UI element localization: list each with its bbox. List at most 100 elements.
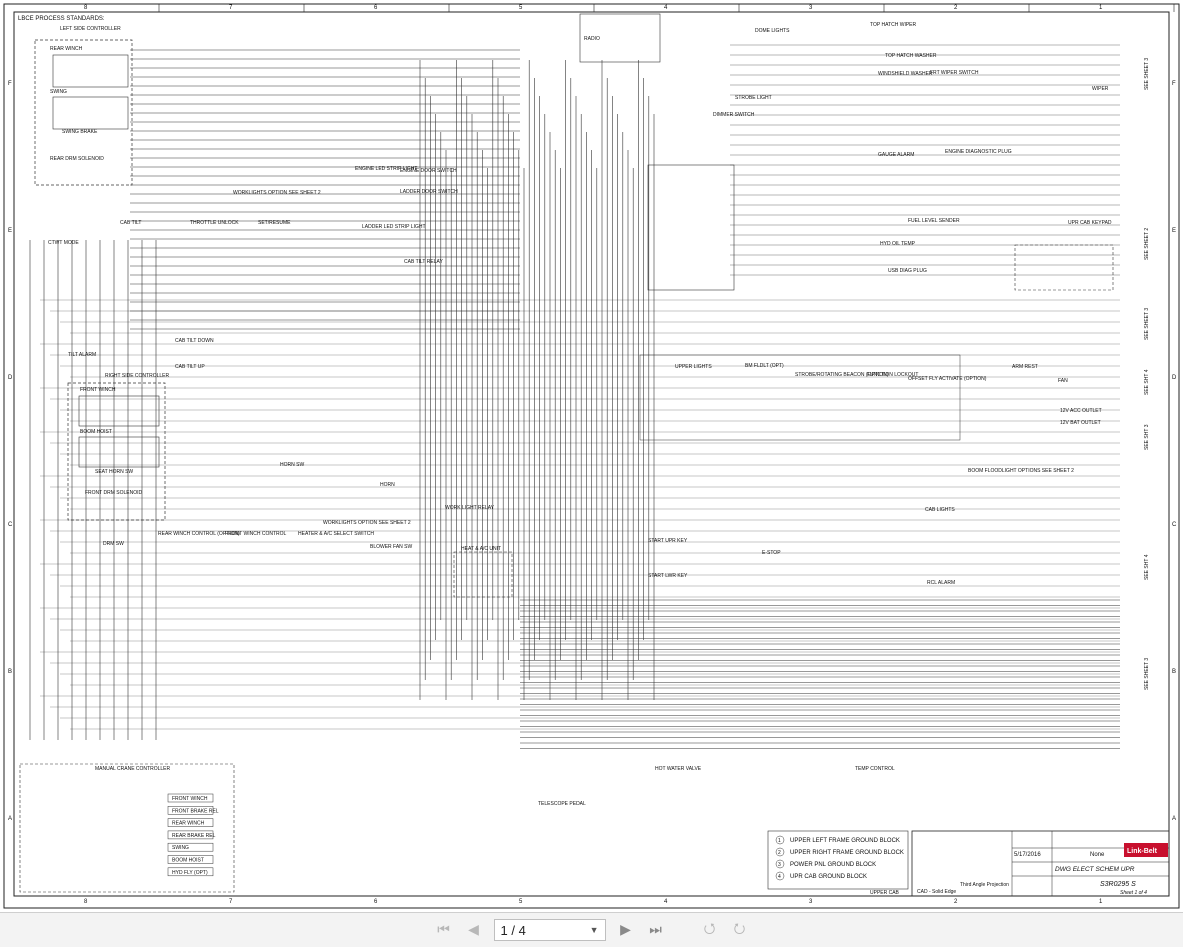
zone-column-label: 4 — [664, 5, 668, 11]
ground-block-label: POWER PNL GROUND BLOCK — [790, 862, 876, 868]
worklights-option-2-label: WORKLIGHTS OPTION SEE SHEET 2 — [323, 520, 411, 526]
worklights-option-label: WORKLIGHTS OPTION SEE SHEET 2 — [233, 190, 321, 196]
work-light-relay-label: WORK LIGHT RELAY — [445, 505, 495, 511]
zone-row-label: C — [1172, 522, 1177, 528]
zone-column-label: 5 — [519, 5, 523, 11]
ground-block-label: UPR CAB GROUND BLOCK — [790, 874, 867, 880]
link-belt-logo-text: Link-Belt — [1127, 848, 1158, 855]
left-side-controller-title: LEFT SIDE CONTROLLER — [60, 26, 121, 32]
zone-column-label: 7 — [229, 5, 233, 11]
engine-led-strip-label: ENGINE LED STRIP LIGHT — [355, 166, 417, 172]
title-part-number: S3R0295 S — [1100, 881, 1136, 888]
zone-column-label: 1 — [1099, 899, 1103, 905]
dimmer-switch-label: DIMMER SWITCH — [713, 112, 755, 118]
process-standards-label: LBCE PROCESS STANDARDS: — [18, 16, 105, 22]
outlet-12v-bat-label: 12V BAT OUTLET — [1060, 420, 1101, 426]
svg-text:3: 3 — [778, 862, 781, 868]
left-side-controller-box — [34, 39, 133, 186]
mcc-item: REAR WINCH — [172, 821, 205, 827]
upr-cab-keypad-label: UPR CAB KEYPAD — [1068, 220, 1112, 226]
wiper-label: WIPER — [1092, 86, 1109, 92]
engine-diag-plug-label: ENGINE DIAGNOSTIC PLUG — [945, 149, 1012, 155]
rcl-alarm-label: RCL ALARM — [927, 580, 955, 586]
radio-block — [579, 13, 661, 63]
cab-tilt-relay-label: CAB TILT RELAY — [404, 259, 443, 265]
rotate-left-icon[interactable]: ⭯ — [703, 921, 716, 937]
drm-sw-label: DRM SW — [103, 541, 124, 547]
ground-block-label: UPPER LEFT FRAME GROUND BLOCK — [790, 838, 900, 844]
zone-row-label: F — [8, 81, 12, 87]
e-stop-label: E-STOP — [762, 550, 781, 556]
ladder-door-switch-label: LADDER DOOR SWITCH — [400, 189, 458, 195]
zone-column-label: 6 — [374, 5, 378, 11]
zone-column-label: 3 — [809, 5, 813, 11]
mcc-item: FRONT BRAKE REL — [172, 808, 219, 814]
see-sheet-label: SEE SHEET 3 — [1144, 308, 1150, 340]
usb-diag-plug-label: USB DIAG PLUG — [888, 268, 927, 274]
radio-label: RADIO — [584, 36, 600, 42]
cab-lights-label: CAB LIGHTS — [925, 507, 955, 513]
boom-hoist-label: BOOM HOIST — [80, 429, 112, 435]
boom-floodlight-label: BOOM FLOODLIGHT OPTIONS SEE SHEET 2 — [968, 468, 1074, 474]
seat-horn-sw-label: SEAT HORN SW — [95, 469, 133, 475]
page-select[interactable]: 1 / 4 ▼ — [493, 919, 606, 941]
right-side-controller-title: RIGHT SIDE CONTROLLER — [105, 373, 169, 379]
title-sheet: Sheet 1 of 4 — [1120, 890, 1147, 896]
rear-winch-label: REAR WINCH — [50, 46, 83, 52]
hyd-oil-temp-label: HYD OIL TEMP — [880, 241, 916, 247]
see-sheet-label: SEE SHEET 3 — [1144, 658, 1150, 690]
drawing-inner-border — [13, 11, 1170, 897]
title-third-angle: Third Angle Projection — [960, 882, 1009, 888]
throttle-pedal-box — [1014, 244, 1114, 291]
cab-tilt-down-label: CAB TILT DOWN — [175, 338, 214, 344]
zone-column-label: 5 — [519, 899, 523, 905]
tilt-alarm-label: TILT ALARM — [68, 352, 96, 358]
strobe-light-label: STROBE LIGHT — [735, 95, 772, 101]
next-page-icon[interactable]: ▶ — [620, 922, 631, 938]
link-belt-logo — [1124, 843, 1168, 857]
set-resume-label: SET/RESUME — [258, 220, 291, 226]
offset-fly-label: OFFSET FLY ACTIVATE (OPTION) — [908, 376, 987, 382]
ladder-led-strip-label: LADDER LED STRIP LIGHT — [362, 224, 426, 230]
zone-row-label: F — [1172, 81, 1176, 87]
last-page-icon[interactable]: ⏭ — [649, 922, 662, 938]
zone-column-label: 8 — [84, 899, 88, 905]
heater-ac-unit-label: HEAT & A/C UNIT — [461, 546, 501, 552]
ground-block-legend — [767, 830, 909, 890]
zone-column-label: 6 — [374, 899, 378, 905]
right-side-controller-box — [67, 382, 166, 521]
mcc-item: SWING — [172, 845, 189, 851]
gauge-alarm-label: GAUGE ALARM — [878, 152, 914, 158]
temp-control-label: TEMP CONTROL — [855, 766, 895, 772]
ground-block-label: UPPER RIGHT FRAME GROUND BLOCK — [790, 850, 904, 856]
rotate-right-icon[interactable]: ⭮ — [733, 921, 746, 937]
first-page-icon[interactable]: ⏮ — [437, 922, 450, 938]
start-lwr-key-label: START LWR KEY — [648, 573, 688, 579]
page-indicator: 1 / 4 — [500, 922, 526, 938]
swing-brake-label: SWING BRAKE — [62, 129, 98, 135]
mcc-item: FRONT WINCH — [172, 796, 208, 802]
top-hatch-wiper-label: TOP HATCH WIPER — [870, 22, 917, 28]
mcc-item: REAR BRAKE REL — [172, 833, 216, 839]
engine-door-switch-label: ENGINE DOOR SWITCH — [400, 168, 457, 174]
front-winch-block — [78, 395, 160, 427]
zone-row-label: B — [8, 669, 12, 675]
zone-column-label: 2 — [954, 899, 958, 905]
previous-page-icon[interactable]: ◀ — [468, 922, 479, 938]
ctwt-mode-label: CTWT MODE — [48, 240, 79, 246]
chevron-down-icon: ▼ — [589, 925, 599, 935]
dome-lights-label: DOME LIGHTS — [755, 28, 790, 34]
rear-drum-solenoid-label: REAR DRM SOLENOID — [50, 156, 104, 162]
cab-tilt-label: CAB TILT — [120, 220, 142, 226]
zone-row-label: A — [1172, 816, 1176, 822]
zone-column-label: 1 — [1099, 5, 1103, 11]
see-sheet-label: SEE SHT 4 — [1144, 369, 1150, 395]
mcs-display-block — [647, 164, 735, 291]
heater-ac-unit-box — [453, 551, 513, 598]
strobe-beacon-label: STROBE/ROTATING BEACON (OPTION) — [795, 372, 889, 378]
zone-column-label: 2 — [954, 5, 958, 11]
document-viewer-toolbar: ⏮ ◀ 1 / 4 ▼ ▶ ⏭ ⭯ ⭮ — [0, 912, 1183, 947]
zone-row-label: C — [8, 522, 13, 528]
cab-tilt-up-label: CAB TILT UP — [175, 364, 205, 370]
